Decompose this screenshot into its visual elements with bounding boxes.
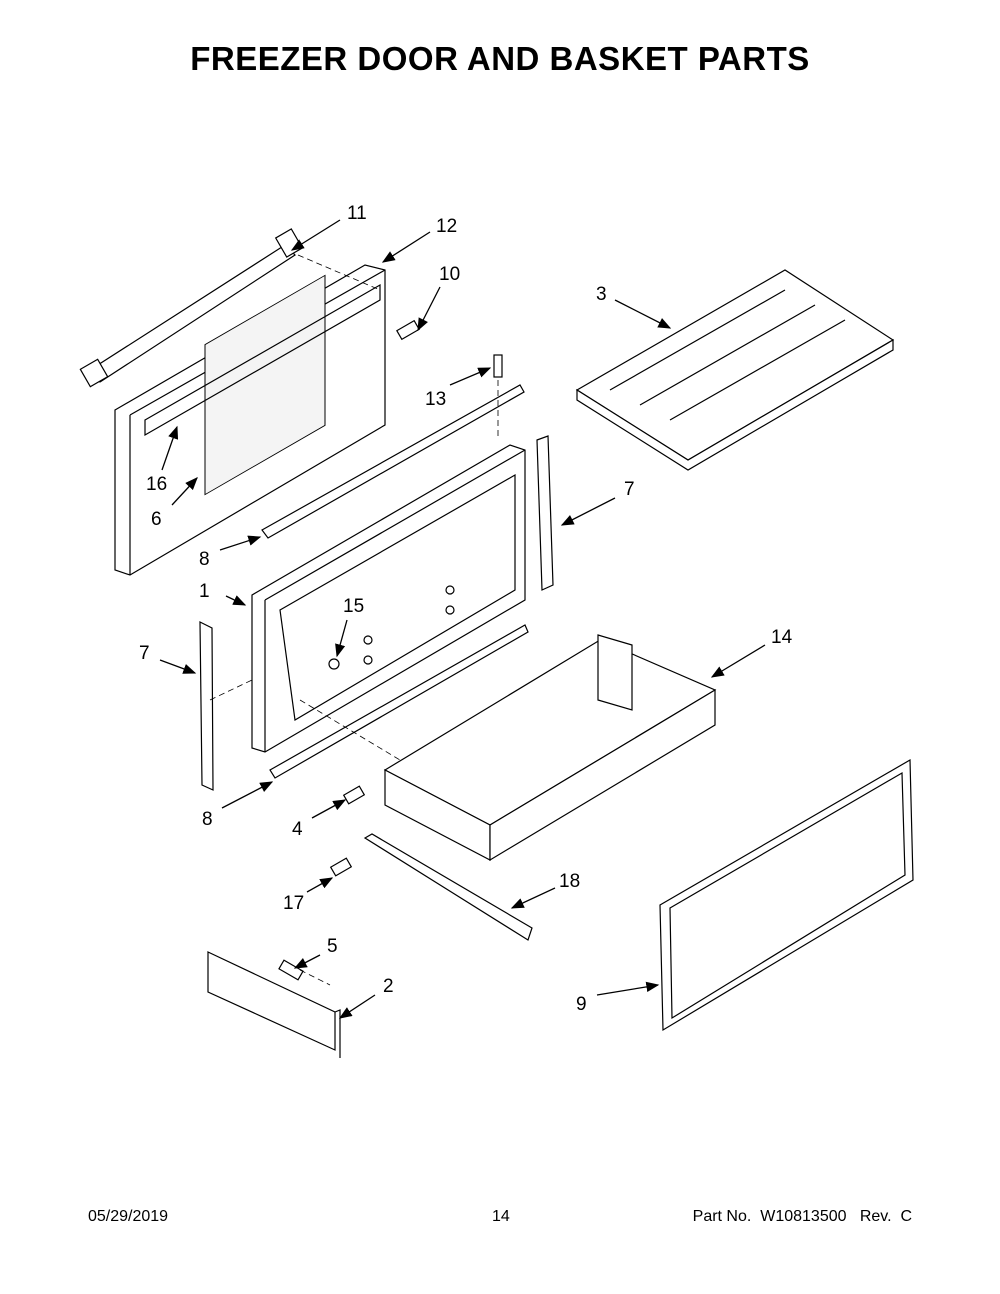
- callout-8b: 8: [202, 809, 213, 830]
- callout-3: 3: [596, 284, 607, 305]
- part-5-screw: [278, 959, 304, 981]
- callout-15: 15: [343, 596, 364, 617]
- callout-9: 9: [576, 994, 587, 1015]
- part-18-slide: [363, 833, 533, 941]
- part-10-screw: [396, 319, 420, 341]
- callout-17: 17: [283, 893, 304, 914]
- part-7-left-strip: [199, 621, 214, 791]
- callout-12: 12: [436, 216, 457, 237]
- part-4-screw: [342, 785, 366, 805]
- callout-16: 16: [146, 474, 167, 495]
- part-11-rod: [79, 228, 304, 388]
- part-13-screw: [493, 354, 503, 378]
- footer-date: 05/29/2019: [88, 1208, 169, 1225]
- callout-2: 2: [383, 976, 394, 997]
- callout-5: 5: [327, 936, 338, 957]
- callout-1: 1: [199, 581, 210, 602]
- part-17-screw: [329, 857, 353, 877]
- callout-8: 8: [199, 549, 210, 570]
- part-3-wire-shelf: [575, 269, 895, 471]
- part-14-basket: [383, 634, 717, 862]
- callout-11: 11: [347, 203, 367, 224]
- part-9-gasket: [659, 758, 914, 1032]
- part-8-bottom-strip: [269, 624, 529, 779]
- part-8-top-strip: [261, 384, 525, 539]
- callout-13: 13: [425, 389, 446, 410]
- callout-18: 18: [559, 871, 580, 892]
- page-title: FREEZER DOOR AND BASKET PARTS: [190, 40, 810, 77]
- callout-14: 14: [771, 627, 793, 648]
- callout-6: 6: [151, 509, 162, 530]
- part-2-trim: [207, 951, 341, 1058]
- callout-4: 4: [292, 819, 303, 840]
- callout-7b: 7: [139, 643, 150, 664]
- part-1-door: [251, 444, 526, 753]
- footer-part-number: Part No. W10813500 Rev. C: [692, 1208, 912, 1225]
- callout-7: 7: [624, 479, 635, 500]
- footer-page-number: 14: [492, 1208, 510, 1225]
- callout-arrows: [159, 219, 766, 1019]
- part-7-right-strip: [536, 435, 554, 591]
- part-12-door-liner: [114, 264, 386, 576]
- callout-10: 10: [439, 264, 460, 285]
